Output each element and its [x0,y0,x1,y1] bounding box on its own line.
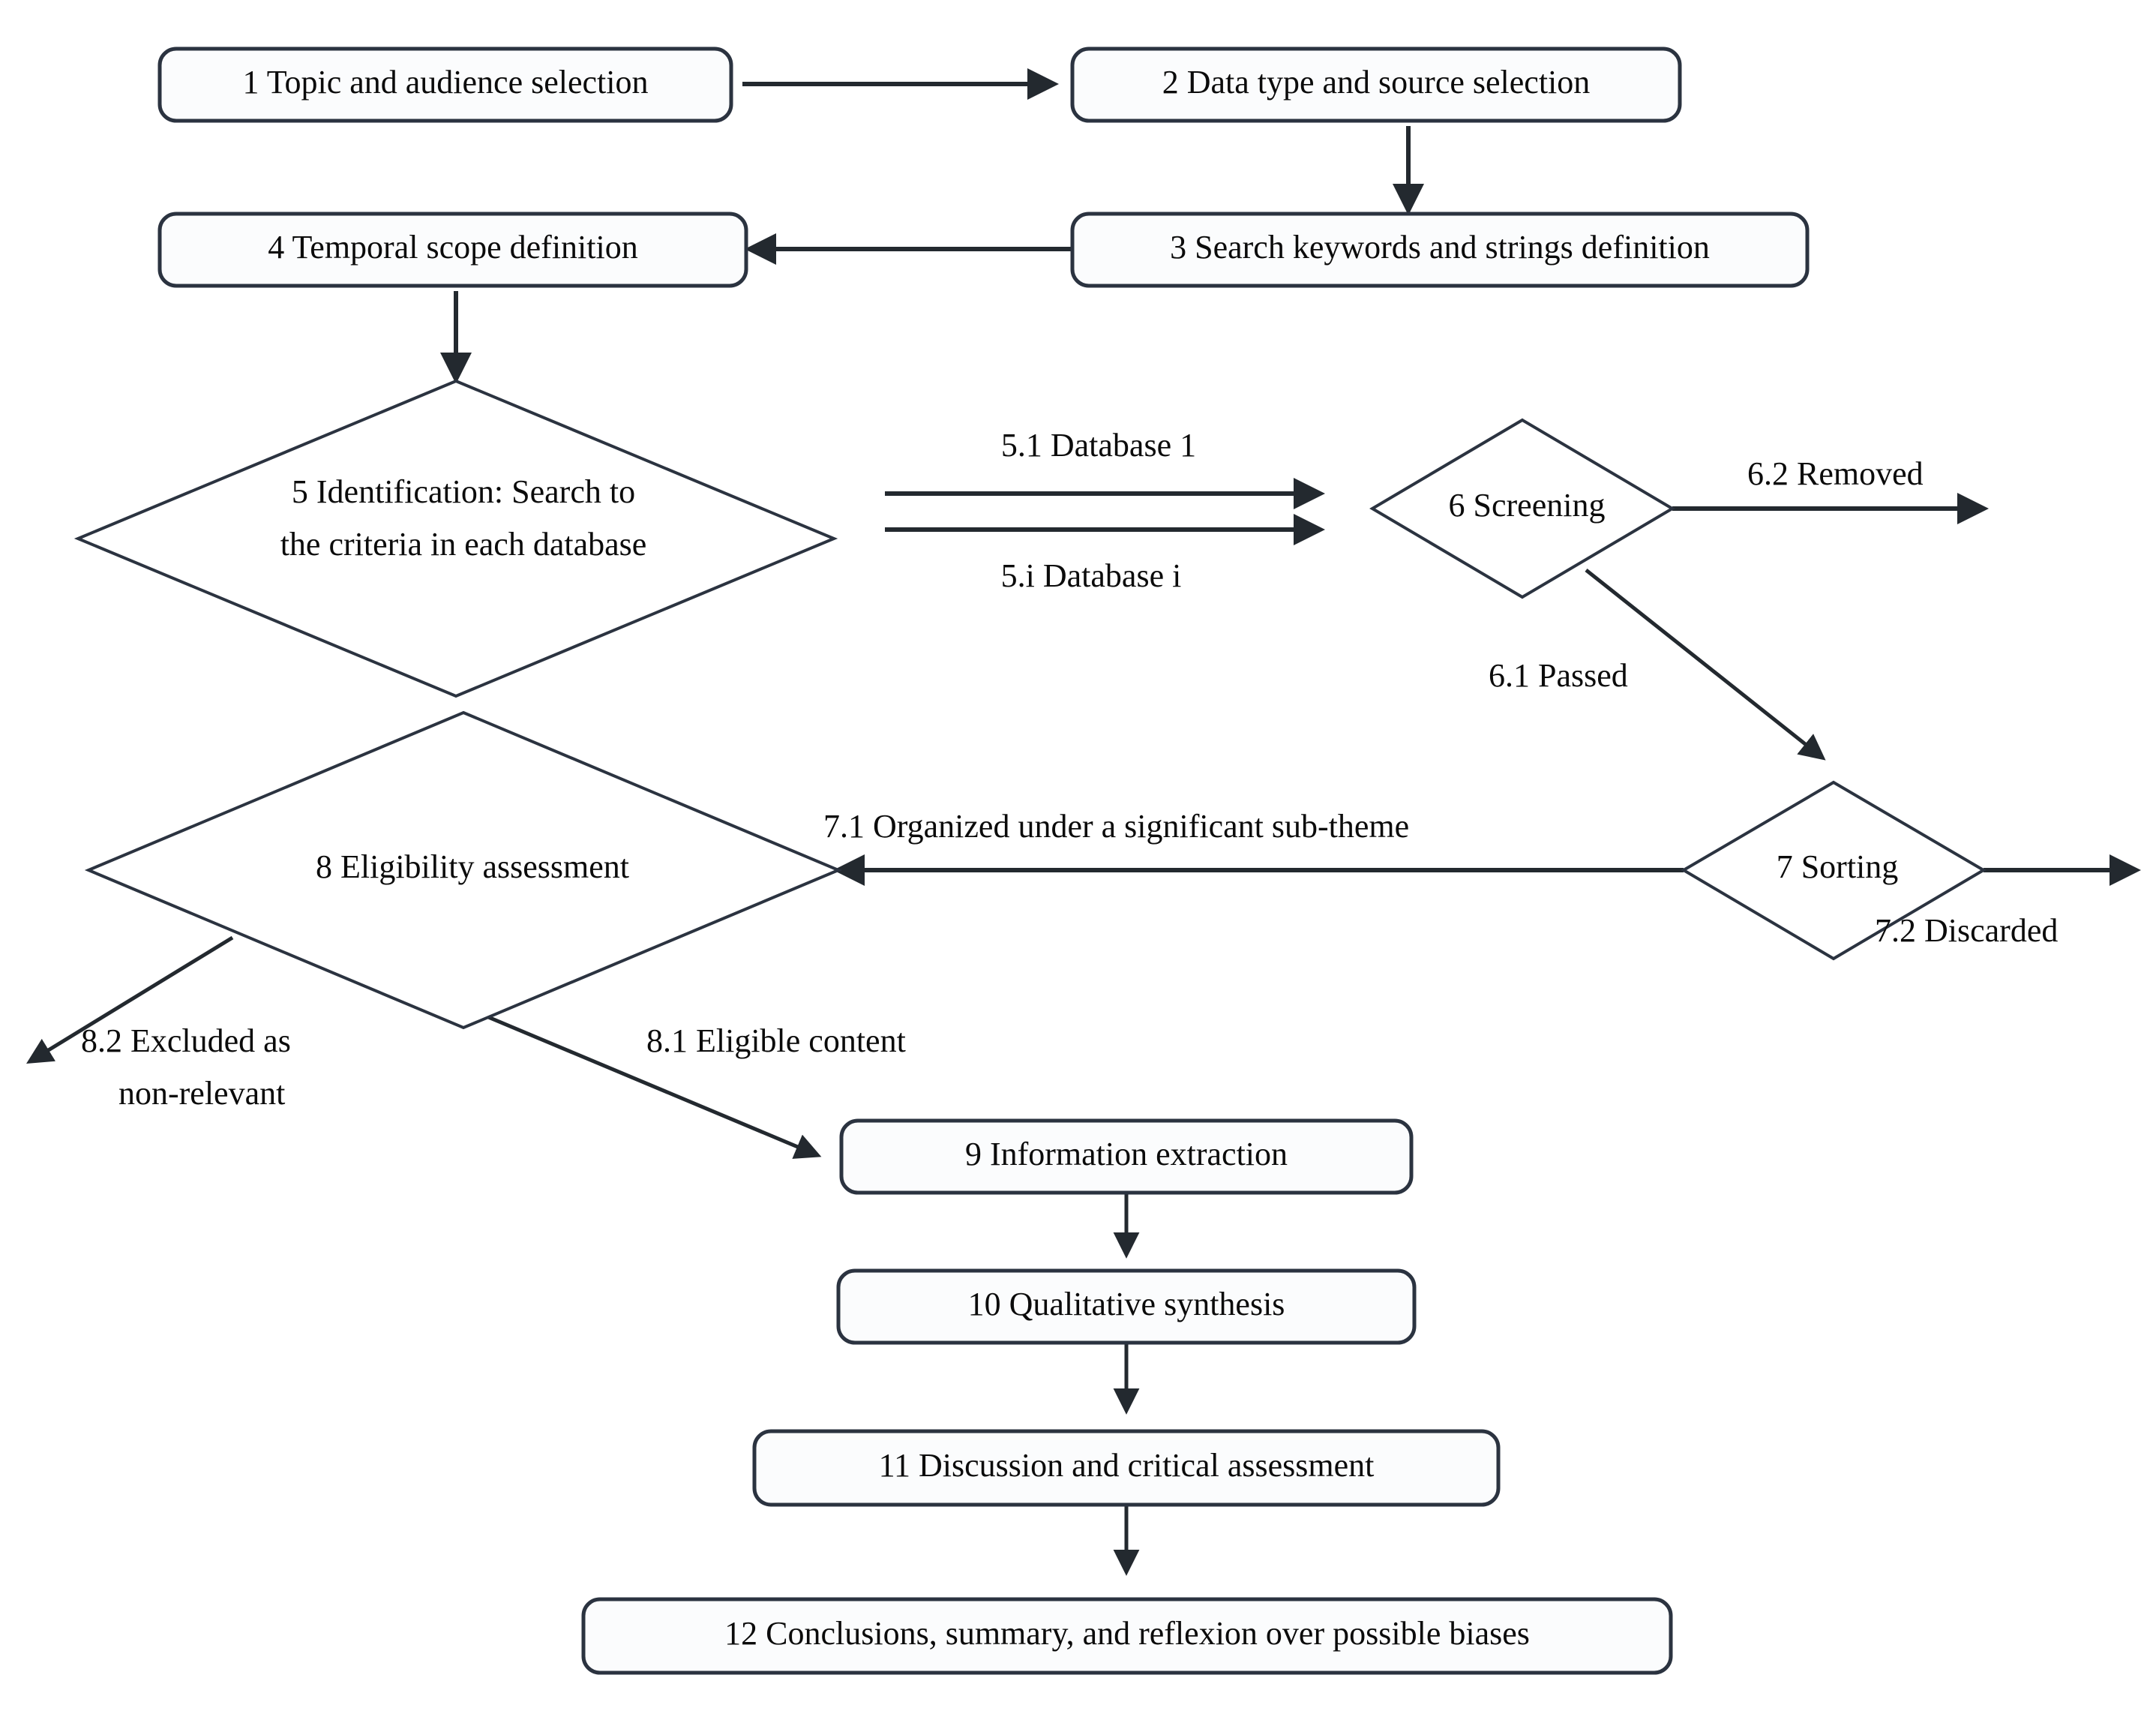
edge-label-discarded: 7.2 Discarded [1875,912,2058,949]
node-1-topic-and-audience-selection[interactable]: 1 Topic and audience selection [157,47,733,123]
node-8-eligibility-assessment[interactable]: 8 Eligibility assessment [84,710,843,1030]
node-3-search-keywords-and-strings-definition[interactable]: 3 Search keywords and strings definition [1070,212,1810,288]
node-5-identification[interactable]: 5 Identification: Search to the criteria… [73,379,838,698]
node-3-label: 3 Search keywords and strings definition [1170,229,1710,266]
node-11-label: 11 Discussion and critical assessment [879,1447,1375,1484]
node-7-sorting[interactable]: 7 Sorting [1681,780,1987,961]
edge-label-database-i: 5.i Database i [1001,557,1182,594]
node-2-label: 2 Data type and source selection [1162,64,1591,101]
node-11-discussion-and-critical-assessment[interactable]: 11 Discussion and critical assessment [752,1429,1501,1507]
node-4-label: 4 Temporal scope definition [268,229,637,266]
node-12-conclusions-summary-reflexion[interactable]: 12 Conclusions, summary, and reflexion o… [581,1597,1673,1675]
node-9-label: 9 Information extraction [965,1136,1288,1172]
edge-6-to-7-passed [1585,569,1826,761]
edge-label-passed: 6.1 Passed [1489,657,1628,694]
node-1-label: 1 Topic and audience selection [242,64,648,101]
node-2-data-type-and-source-selection[interactable]: 2 Data type and source selection [1070,47,1682,123]
edge-label-excluded-line1: 8.2 Excluded as [81,1022,291,1059]
node-5-label-line2: the criteria in each database [280,526,647,563]
edge-label-removed: 6.2 Removed [1747,455,1924,492]
edge-label-excluded-line2: non-relevant [118,1075,285,1112]
node-10-qualitative-synthesis[interactable]: 10 Qualitative synthesis [836,1268,1417,1345]
edge-label-eligible-content: 8.1 Eligible content [646,1022,906,1059]
node-5-label-line1: 5 Identification: Search to [292,473,635,510]
node-6-label: 6 Screening [1449,487,1606,524]
node-12-label: 12 Conclusions, summary, and reflexion o… [724,1615,1530,1652]
edge-label-organized: 7.1 Organized under a significant sub-th… [823,808,1409,845]
edge-8-to-9-eligible [468,1007,822,1159]
node-8-label: 8 Eligibility assessment [316,848,629,885]
node-10-label: 10 Qualitative synthesis [968,1286,1285,1322]
edge-label-database-1: 5.1 Database 1 [1001,427,1196,464]
node-9-information-extraction[interactable]: 9 Information extraction [839,1118,1414,1195]
node-4-temporal-scope-definition[interactable]: 4 Temporal scope definition [157,212,748,288]
edge-8-excluded [26,935,234,1064]
node-6-screening[interactable]: 6 Screening [1369,418,1675,599]
node-7-label: 7 Sorting [1777,848,1899,885]
